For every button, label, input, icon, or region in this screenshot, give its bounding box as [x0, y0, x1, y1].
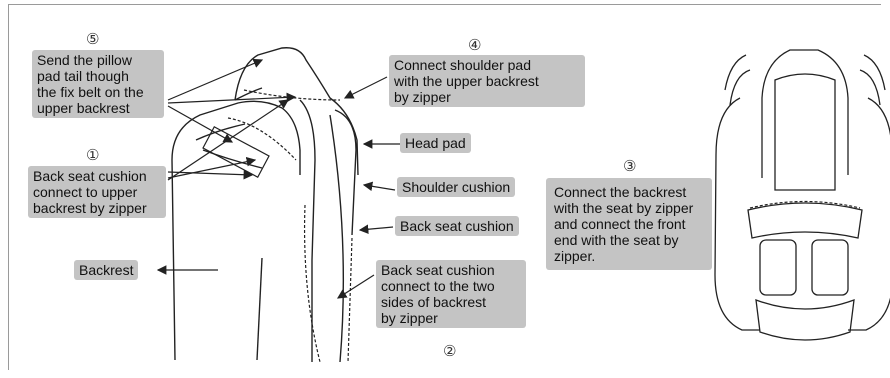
step-5-number: ⑤ [86, 30, 99, 48]
shoulder-cushion-label: Shoulder cushion [397, 177, 515, 197]
step-4-number: ④ [468, 36, 481, 54]
backrest-outline [172, 101, 300, 360]
step-3-label: Connect the backrest with the seat by zi… [546, 178, 712, 270]
chair-outline [715, 50, 890, 340]
cushion-outline [300, 100, 356, 362]
step-2-number: ② [443, 342, 456, 360]
zipper-seams [228, 90, 352, 362]
head-pad-label: Head pad [400, 133, 471, 153]
step-1-number: ① [86, 146, 99, 164]
step-4-label: Connect shoulder pad with the upper back… [389, 55, 585, 107]
step-2-label: Back seat cushion connect to the two sid… [376, 260, 526, 328]
backrest-label: Backrest [74, 260, 138, 280]
step-5-label: Send the pillow pad tail though the fix … [32, 50, 164, 118]
step-1-label: Back seat cushion connect to upper backr… [28, 166, 166, 218]
back-seat-cushion-label: Back seat cushion [395, 216, 519, 236]
step-3-number: ③ [623, 157, 636, 175]
